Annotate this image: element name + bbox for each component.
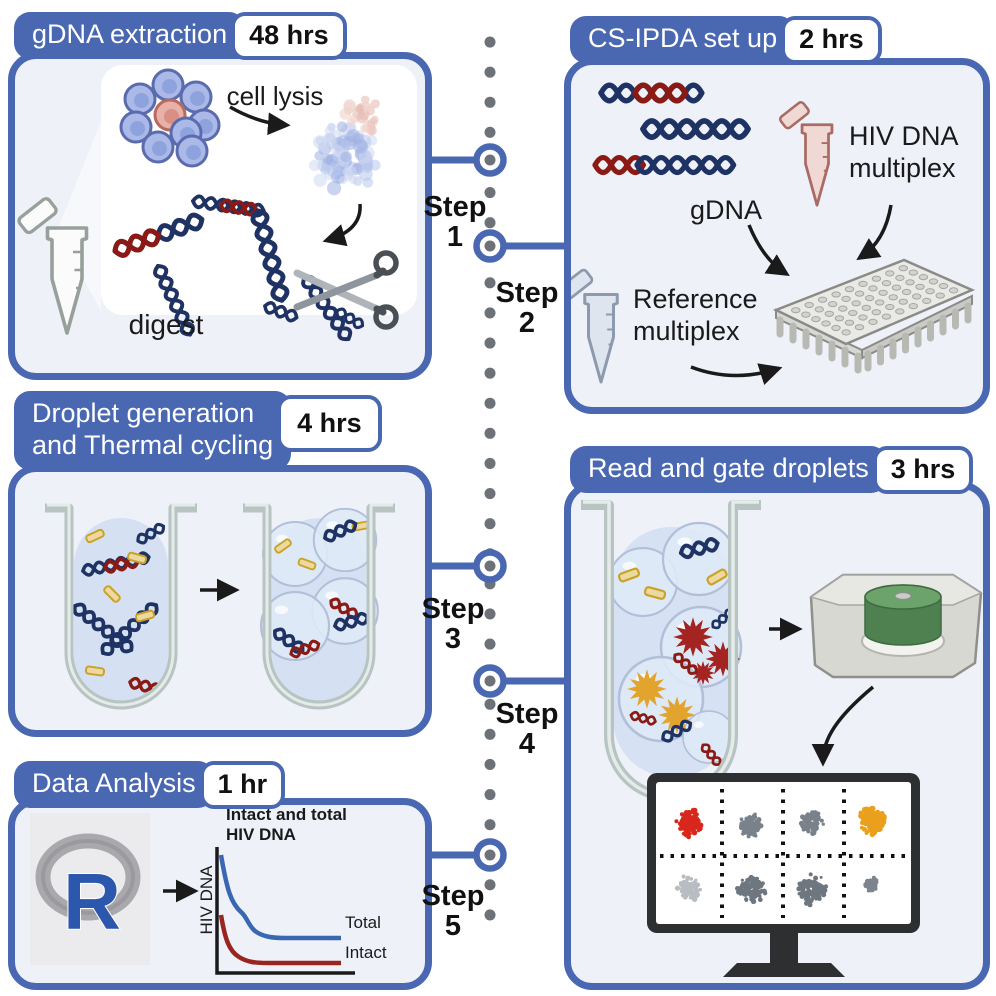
data-analysis-duration: 1 hr xyxy=(199,761,286,809)
digest-label: digest xyxy=(128,309,204,340)
step-5-marker xyxy=(428,838,507,872)
step-1-marker xyxy=(426,143,507,177)
read-gate-illustration xyxy=(581,500,983,977)
hiv-dna-chart xyxy=(215,847,355,975)
total-series-label: Total xyxy=(345,913,381,932)
reference-multiplex-label: Reference multiplex xyxy=(633,284,758,347)
hiv-multiplex-label: HIV DNA multiplex xyxy=(849,121,959,184)
pcr-tube-after-icon xyxy=(243,503,395,710)
reader-to-monitor-arrow xyxy=(811,685,875,767)
gdna-extraction-duration: 48 hrs xyxy=(231,12,347,60)
csipda-title: CS-IPDA set up xyxy=(570,16,796,63)
gdna-extraction-header: gDNA extraction 48 hrs xyxy=(14,12,347,60)
data-analysis-panel: R Intact and total HIV DNA HIV DNA Total… xyxy=(8,798,432,990)
monitor-icon xyxy=(647,773,920,977)
gdna-extraction-title: gDNA extraction xyxy=(14,12,246,59)
droplet-generation-header: Droplet generation and Thermal cycling 4… xyxy=(14,391,382,470)
lysis-arrow xyxy=(229,105,291,136)
droplet-generation-panel xyxy=(8,465,432,737)
svg-text:R: R xyxy=(63,857,121,946)
pcr-tube-before-icon xyxy=(45,503,197,710)
scatter-plot xyxy=(660,789,906,918)
gdna-strands-icon xyxy=(595,85,748,172)
csipda-header: CS-IPDA set up 2 hrs xyxy=(570,16,882,64)
well-plate-icon xyxy=(772,258,976,374)
step-3-marker xyxy=(428,549,507,583)
droplet-generation-duration: 4 hrs xyxy=(277,395,382,452)
cell-lysis-label: cell lysis xyxy=(226,81,324,111)
read-gate-header: Read and gate droplets 3 hrs xyxy=(570,446,974,494)
data-analysis-header: Data Analysis 1 hr xyxy=(14,761,286,809)
droplet-reader-icon xyxy=(809,573,983,679)
gdna-to-plate-arrow xyxy=(747,224,790,277)
scissors-icon xyxy=(293,250,399,330)
data-analysis-title: Data Analysis xyxy=(14,761,214,808)
droplet-generation-illustration xyxy=(45,503,395,710)
gdna-label: gDNA xyxy=(689,195,763,225)
read-gate-duration: 3 hrs xyxy=(872,446,974,494)
chart-title: Intact and total HIV DNA xyxy=(226,805,347,845)
read-gate-title: Read and gate droplets xyxy=(570,446,887,493)
read-gate-panel xyxy=(564,482,990,990)
csipda-illustration xyxy=(571,65,976,386)
reference-to-plate-arrow xyxy=(690,363,783,386)
gdna-extraction-illustration xyxy=(15,65,417,373)
total-line xyxy=(218,854,341,941)
step-2-marker xyxy=(473,229,568,263)
digest-arrow xyxy=(322,203,362,247)
tube-zoom-wedge xyxy=(57,121,101,311)
data-analysis-illustration: R xyxy=(30,813,355,975)
hiv-multiplex-tube-icon xyxy=(777,99,834,207)
lysed-cells-icon xyxy=(309,95,381,196)
droplet-tube-icon xyxy=(581,500,761,802)
chart-ylabel: HIV DNA xyxy=(197,865,216,935)
reference-multiplex-tube-icon xyxy=(571,267,619,384)
monitor-base xyxy=(723,963,845,977)
intact-series-label: Intact xyxy=(345,943,387,962)
intact-line xyxy=(218,914,341,966)
hiv-to-plate-arrow xyxy=(856,204,893,261)
csipda-panel: gDNA HIV DNA multiplex Reference multipl… xyxy=(564,58,990,414)
monitor-stand xyxy=(770,933,798,963)
r-logo-icon: R xyxy=(30,813,150,965)
droplet-generation-title: Droplet generation and Thermal cycling xyxy=(14,391,292,470)
gdna-extraction-panel: cell lysis digest xyxy=(8,52,432,380)
step-4-marker xyxy=(473,664,568,698)
csipda-duration: 2 hrs xyxy=(781,16,882,64)
